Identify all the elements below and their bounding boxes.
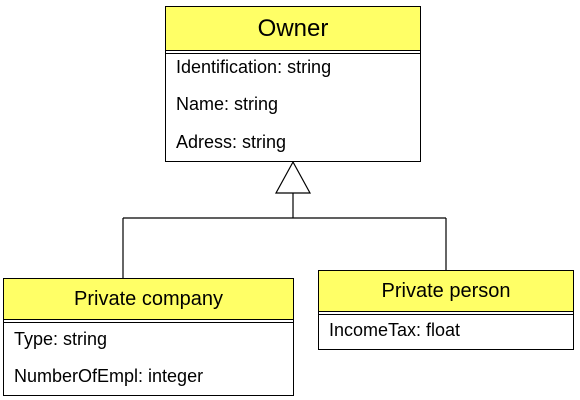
- generalization-triangle-icon: [274, 160, 312, 194]
- class-private-company-title: Private company: [74, 287, 223, 310]
- class-owner-title: Owner: [257, 14, 329, 42]
- class-owner[interactable]: Owner Identification: string Name: strin…: [165, 6, 421, 162]
- class-private-person-attribute: IncomeTax: float: [329, 320, 461, 340]
- class-owner-header: Owner: [166, 7, 420, 51]
- class-private-company-attribute: Type: string: [14, 329, 108, 349]
- class-private-person[interactable]: Private person IncomeTax: float: [318, 270, 574, 350]
- class-owner-attribute: Name: string: [176, 94, 279, 114]
- class-private-company[interactable]: Private company Type: string NumberOfEmp…: [3, 278, 294, 396]
- class-private-person-header: Private person: [319, 271, 573, 312]
- class-owner-attribute: Identification: string: [176, 57, 332, 77]
- class-private-company-attribute: NumberOfEmpl: integer: [14, 366, 204, 386]
- class-private-person-title: Private person: [381, 279, 511, 302]
- class-private-company-header: Private company: [4, 279, 293, 320]
- class-owner-attribute: Adress: string: [176, 132, 287, 152]
